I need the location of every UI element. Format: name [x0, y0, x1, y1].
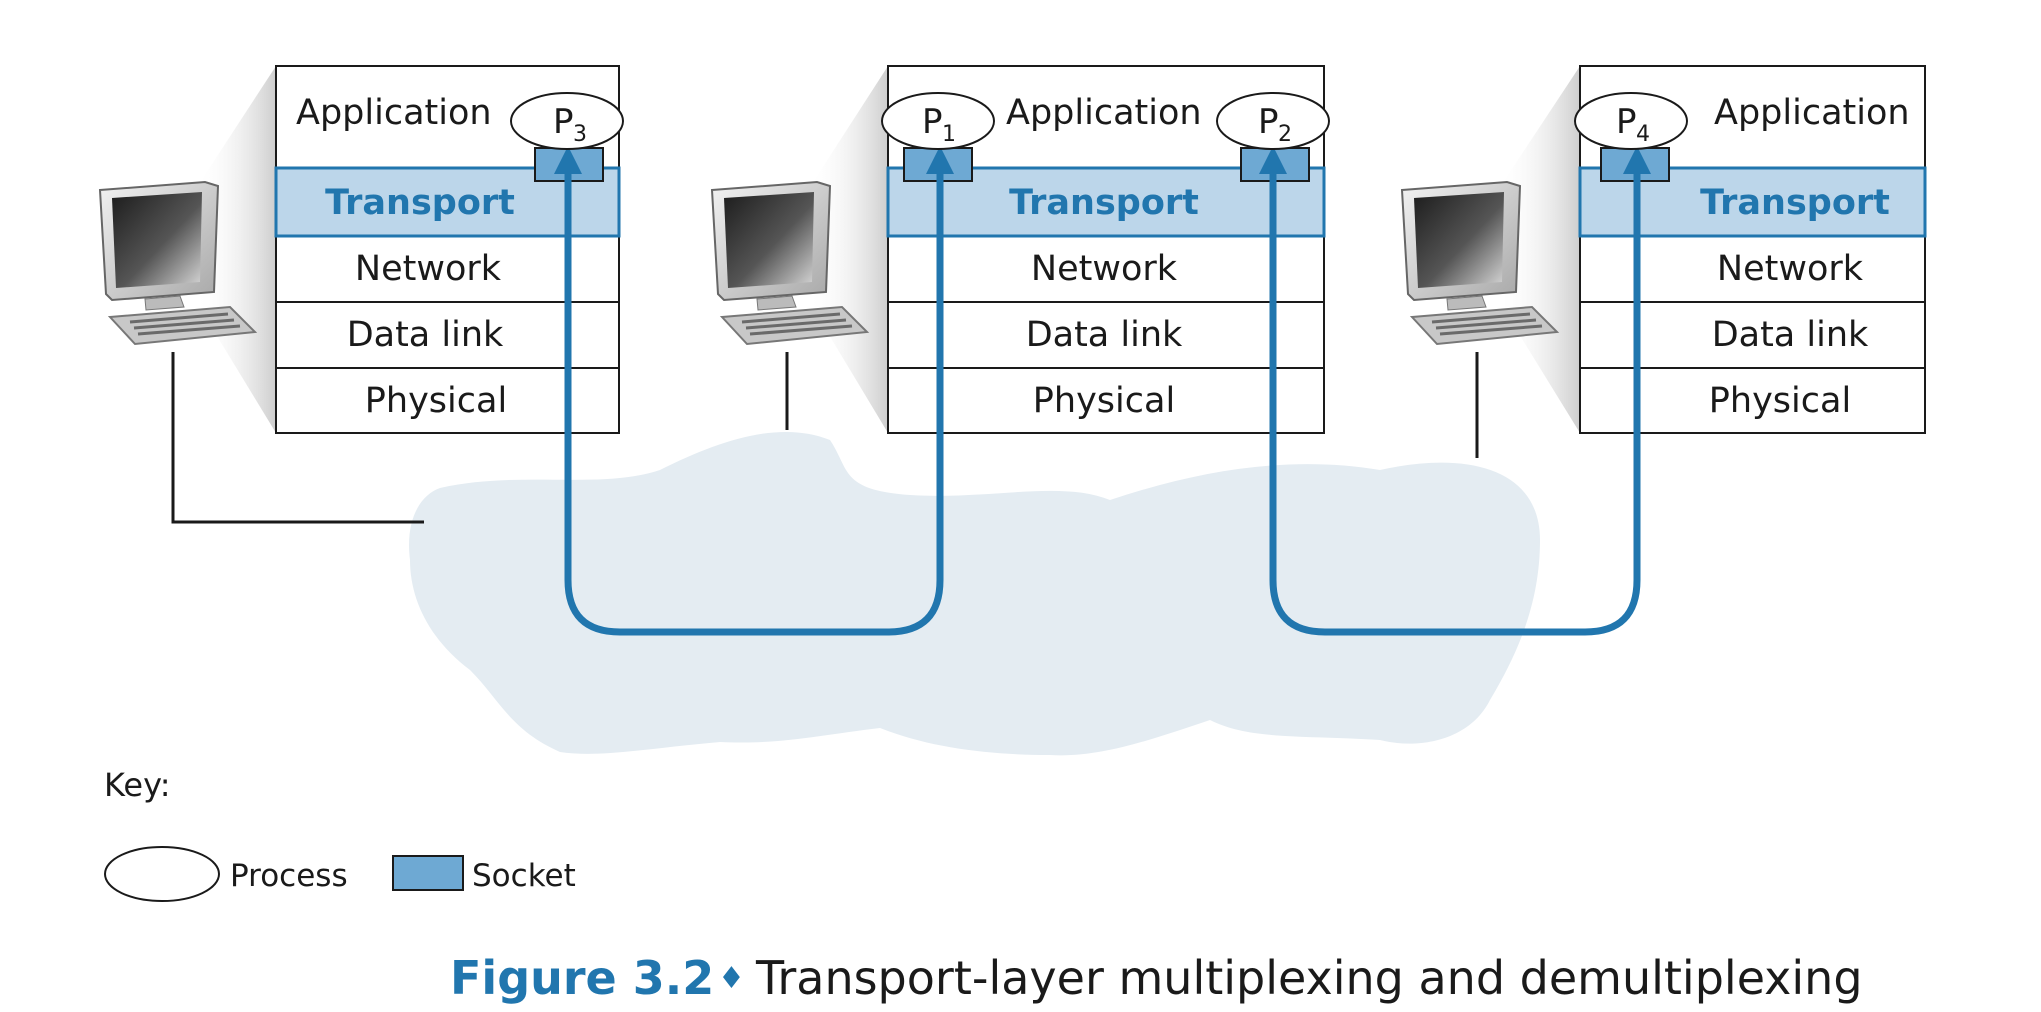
application-layer-label: Application	[296, 93, 492, 133]
process-subscript: 3	[573, 122, 587, 147]
host3-beam	[1498, 66, 1580, 433]
application-layer-label: Application	[1006, 93, 1202, 133]
network-layer-label: Network	[1031, 249, 1178, 289]
network-cloud	[409, 431, 1541, 756]
computer-icon	[98, 180, 258, 346]
caption-title: Transport-layer multiplexing and demulti…	[755, 951, 1863, 1005]
host1-cable	[171, 352, 424, 524]
process-p2: P 2	[1216, 92, 1330, 150]
data-link-layer-label: Data link	[1026, 315, 1183, 355]
process-letter: P	[922, 102, 943, 142]
connection-p2-p4	[1269, 236, 1641, 636]
key-title: Key:	[104, 766, 170, 804]
data-link-layer-label: Data link	[347, 315, 504, 355]
physical-layer-label: Physical	[1033, 381, 1175, 421]
computer-icon	[710, 180, 870, 346]
computer-icon	[1400, 180, 1560, 346]
process-letter: P	[1616, 102, 1637, 142]
key-socket-label: Socket	[472, 858, 576, 894]
host2-beam	[808, 66, 888, 433]
process-subscript: 1	[942, 122, 956, 147]
protocol-stack-host2: Application Transport Network Data link …	[886, 65, 1326, 434]
caption-diamond: ♦	[718, 961, 745, 996]
key-legend: Key: Process Socket	[104, 766, 576, 902]
key-process-label: Process	[230, 858, 348, 894]
key-process-symbol	[104, 846, 220, 902]
transport-layer-label: Transport	[325, 183, 515, 223]
process-p1: P 1	[881, 92, 995, 150]
application-layer-label: Application	[1714, 93, 1910, 133]
key-socket-symbol	[392, 855, 464, 891]
network-layer-label: Network	[355, 249, 502, 289]
physical-layer-label: Physical	[365, 381, 507, 421]
process-p4: P 4	[1574, 92, 1688, 150]
process-p3: P 3	[510, 92, 624, 150]
figure-caption: Figure 3.2 ♦ Transport-layer multiplexin…	[450, 951, 1863, 1005]
transport-layer-label: Transport	[1009, 183, 1199, 223]
process-subscript: 4	[1636, 122, 1650, 147]
host1-beam	[195, 66, 276, 433]
network-layer-label: Network	[1717, 249, 1864, 289]
process-letter: P	[553, 102, 574, 142]
process-letter: P	[1258, 102, 1279, 142]
connection-p3-p1	[564, 236, 944, 636]
physical-layer-label: Physical	[1709, 381, 1851, 421]
caption-figure-number: Figure 3.2	[450, 951, 714, 1005]
data-link-layer-label: Data link	[1712, 315, 1869, 355]
process-subscript: 2	[1278, 122, 1292, 147]
transport-layer-label: Transport	[1700, 183, 1890, 223]
